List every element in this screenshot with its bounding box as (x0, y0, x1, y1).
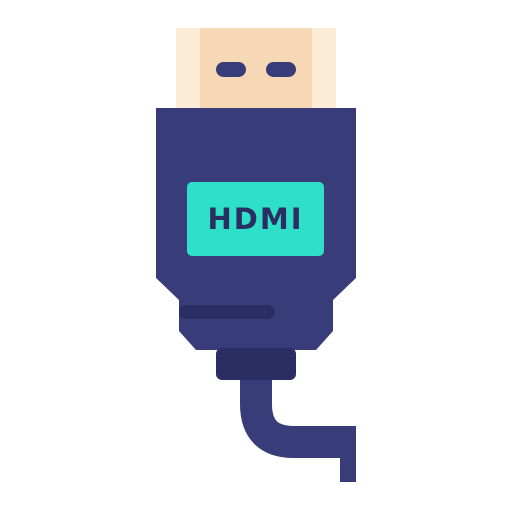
label-badge (187, 182, 324, 256)
hdmi-label: HDMI (208, 202, 304, 236)
housing-ridge-line (179, 305, 275, 319)
contact-pin-right (266, 62, 296, 77)
plug-neck (216, 348, 296, 380)
contact-pin-left (216, 62, 246, 77)
cable-end-cover (296, 426, 356, 458)
cable (240, 375, 356, 458)
